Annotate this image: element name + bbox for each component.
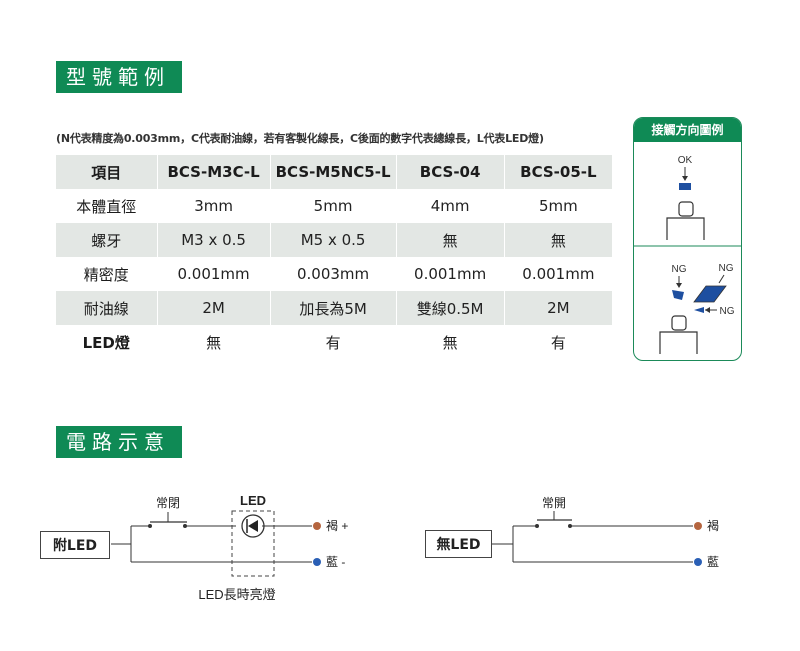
ok-label: OK — [678, 155, 693, 166]
switch-nc-label: 常閉 — [156, 496, 180, 510]
spec-table: 項目 BCS-M3C-L BCS-M5NC5-L BCS-04 BCS-05-L… — [56, 155, 613, 359]
no-led-box: 無LED — [425, 530, 492, 558]
circuit-diagrams: 常閉 LED 褐 + 藍 - LED長時亮燈 常開 褐 — [111, 493, 719, 602]
ng-label-top-right: NG — [719, 263, 734, 274]
table-cell: 無 — [504, 223, 613, 257]
table-cell: 2M — [157, 291, 271, 325]
led-module-box — [231, 510, 275, 577]
row-label: 耐油線 — [56, 291, 158, 325]
table-cell: 2M — [504, 291, 613, 325]
table-cell: 無 — [397, 325, 505, 359]
table-row: 精密度 0.001mm 0.003mm 0.001mm 0.001mm — [56, 257, 613, 291]
table-row: LED燈 無 有 無 有 — [56, 325, 613, 359]
noled-circuit-wiring — [492, 525, 693, 563]
table-cell: 0.001mm — [158, 257, 271, 291]
header-model: BCS-05-L — [504, 155, 613, 189]
ng-label-top-left: NG — [672, 264, 687, 275]
row-label: 螺牙 — [56, 223, 158, 257]
ok-arrowhead-icon — [682, 176, 688, 181]
table-row: 本體直徑 3mm 5mm 4mm 5mm — [56, 189, 613, 223]
row-label: LED燈 — [56, 325, 158, 359]
ok-target-icon — [679, 183, 691, 190]
table-cell: M5 x 0.5 — [270, 223, 397, 257]
ng-diagonal-arrow-icon — [718, 274, 725, 284]
header-model: BCS-M3C-L — [157, 155, 271, 189]
header-item: 項目 — [56, 155, 158, 189]
sensor-probe-icon — [659, 315, 698, 354]
ng-side-arrowhead-icon — [705, 307, 710, 313]
table-cell: 有 — [271, 325, 397, 359]
header-model: BCS-04 — [396, 155, 505, 189]
table-cell: 3mm — [158, 189, 271, 223]
contact-direction-panel: 接觸方向圖例 OK NG NG NG — [633, 117, 742, 361]
row-label: 精密度 — [56, 257, 158, 291]
table-cell: 雙線0.5M — [396, 291, 505, 325]
blue-wire-label: 藍 - — [326, 555, 345, 569]
table-row: 耐油線 2M 加長為5M 雙線0.5M 2M — [56, 291, 613, 325]
row-label: 本體直徑 — [56, 189, 158, 223]
brown-terminal-icon — [694, 522, 702, 530]
table-cell: 無 — [396, 223, 505, 257]
table-cell: 5mm — [271, 189, 397, 223]
brown-wire-label: 褐 + — [326, 518, 348, 533]
blue-wire-label: 藍 — [707, 555, 719, 569]
blue-terminal-icon — [313, 558, 321, 566]
contact-direction-diagram: OK NG NG NG — [634, 155, 741, 354]
ng-tilted-target-icon — [672, 290, 684, 300]
led-caption: LED長時亮燈 — [198, 587, 275, 602]
blue-terminal-icon — [694, 558, 702, 566]
circuit-diagram-title: 電路示意圖 — [56, 426, 182, 486]
ng-side-target-icon — [694, 307, 704, 313]
table-cell: 4mm — [397, 189, 505, 223]
led-circuit-wiring — [111, 525, 312, 563]
table-cell: 無 — [158, 325, 271, 359]
table-cell: 0.001mm — [505, 257, 613, 291]
brown-wire-label: 褐 — [707, 518, 719, 533]
sensor-probe-icon — [666, 201, 705, 240]
table-cell: 0.001mm — [397, 257, 505, 291]
table-cell: M3 x 0.5 — [157, 223, 271, 257]
brown-terminal-icon — [313, 522, 321, 530]
switch-no-label: 常開 — [542, 496, 566, 510]
table-cell: 5mm — [505, 189, 613, 223]
ng-diagonal-target-icon — [693, 285, 727, 303]
table-header-row: 項目 BCS-M3C-L BCS-M5NC5-L BCS-04 BCS-05-L — [56, 155, 613, 189]
model-examples-title: 型號範例 — [56, 61, 182, 93]
table-cell: 0.003mm — [271, 257, 397, 291]
led-label: LED — [240, 493, 266, 508]
table-row: 螺牙 M3 x 0.5 M5 x 0.5 無 無 — [56, 223, 613, 257]
header-model: BCS-M5NC5-L — [270, 155, 397, 189]
with-led-box: 附LED — [40, 531, 110, 559]
table-cell: 加長為5M — [270, 291, 397, 325]
normally-open-switch-icon — [535, 511, 572, 528]
led-diode-icon — [241, 514, 265, 538]
contact-panel-title: 接觸方向圖例 — [634, 118, 741, 142]
ng-arrowhead-icon — [676, 283, 682, 288]
ng-label-side: NG — [720, 306, 735, 317]
table-cell: 有 — [505, 325, 613, 359]
model-code-note: (N代表精度為0.003mm，C代表耐油線，若有客製化線長，C後面的數字代表總線… — [56, 132, 544, 145]
normally-closed-switch-icon — [148, 512, 187, 528]
